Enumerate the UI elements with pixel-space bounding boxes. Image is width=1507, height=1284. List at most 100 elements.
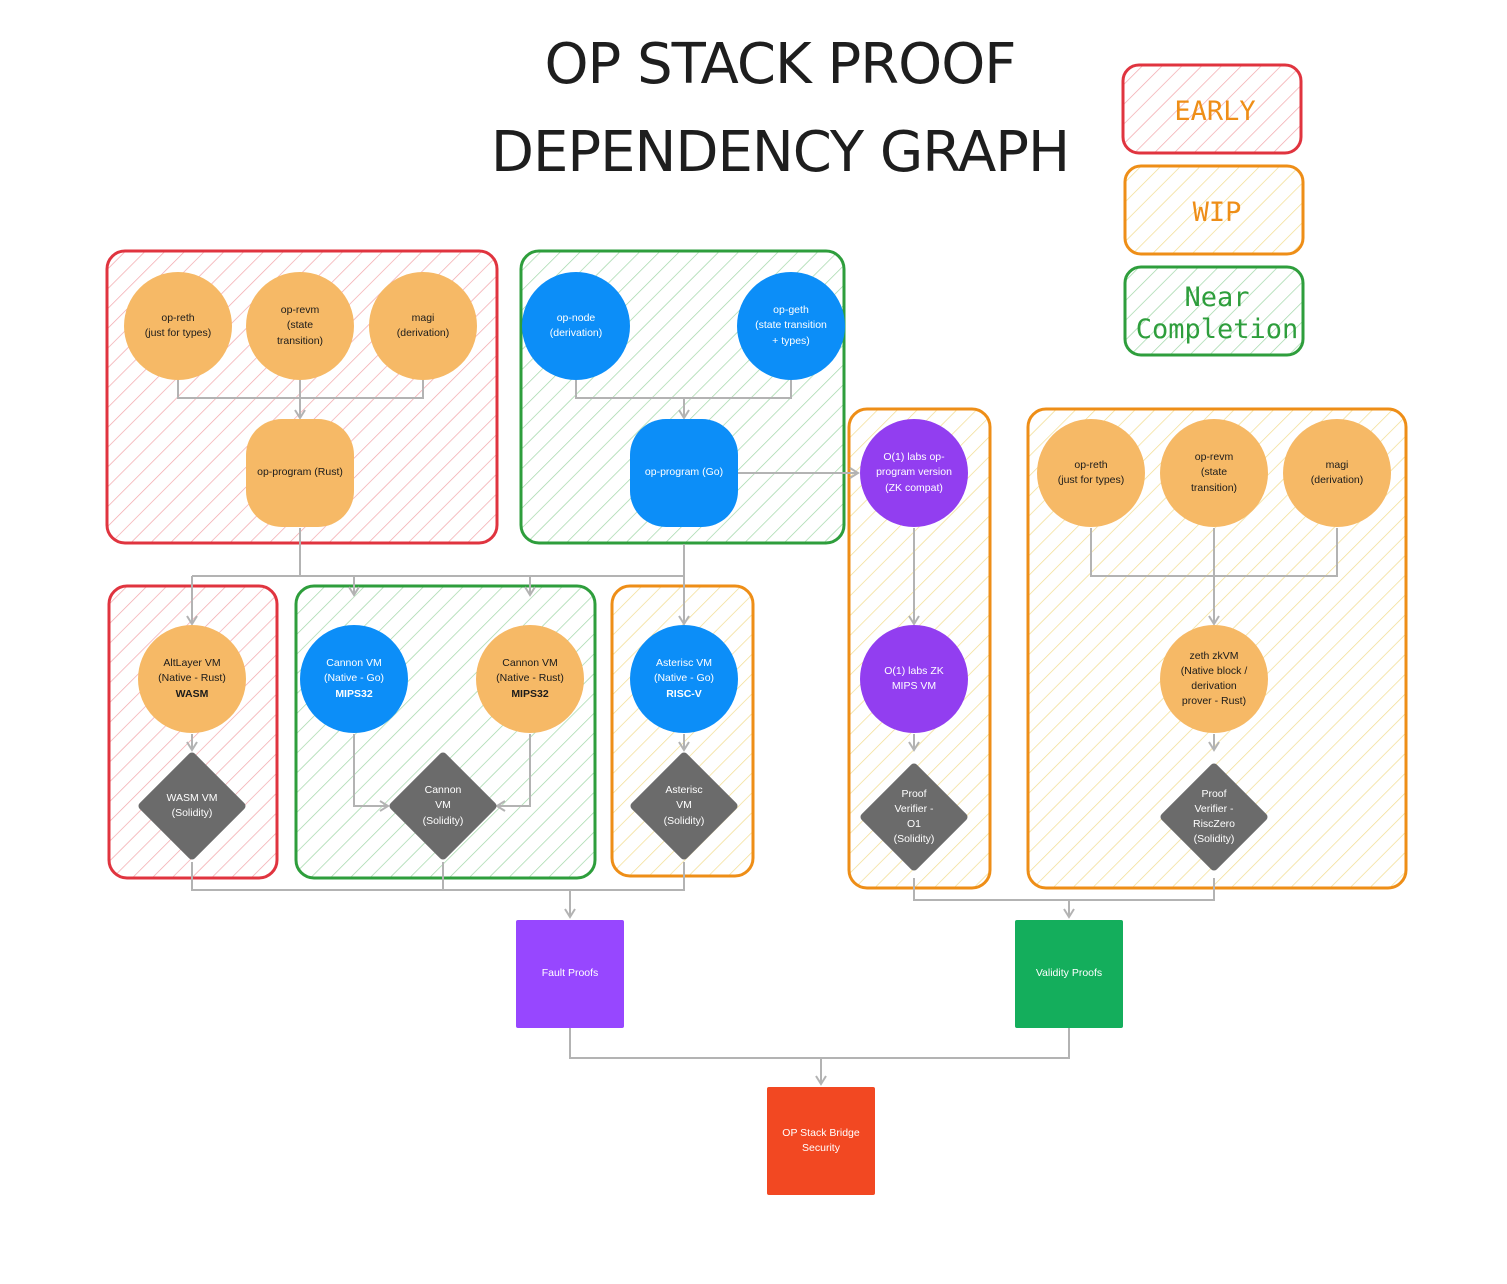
node-label: (state: [1200, 466, 1228, 479]
node-label: op-revm: [1194, 451, 1234, 464]
edge-proofs-to-bridge-security: [569, 1028, 1070, 1084]
node-zeth-magi[interactable]: magi(derivation): [1283, 419, 1391, 527]
node-label: AltLayer VM: [163, 657, 221, 670]
node-label: + types): [772, 334, 810, 347]
node-asterisc-vm[interactable]: Asterisc VM (Native - Go) RISC-V: [630, 625, 738, 733]
node-label: (Solidity): [422, 814, 464, 827]
node-label: (Native - Go): [323, 672, 385, 685]
node-label: op-reth: [1074, 458, 1108, 471]
legend-wip-label: WIP: [1192, 196, 1242, 228]
node-label: Verifier -: [894, 802, 934, 815]
node-arch-label: WASM: [175, 687, 209, 700]
node-label: Verifier -: [1194, 802, 1234, 815]
legend-near-label: Near: [1184, 281, 1250, 313]
node-label: Cannon: [424, 784, 462, 797]
node-arch-label: RISC-V: [666, 687, 702, 700]
node-label: VM: [676, 799, 692, 812]
node-o1-op-program[interactable]: O(1) labs op-program version(ZK compat): [860, 419, 968, 527]
node-label: (Solidity): [663, 814, 705, 827]
node-label: (just for types): [1057, 474, 1125, 486]
node-op-revm[interactable]: op-revm (state transition): [246, 272, 354, 380]
node-label: WASM VM: [166, 791, 218, 804]
node-label: Cannon VM: [326, 657, 382, 670]
legend-early-box: [1121, 63, 1303, 155]
node-label: (Native block /: [1180, 664, 1248, 677]
node-label: Fault Proofs: [541, 967, 599, 980]
node-altlayer-vm[interactable]: AltLayer VM (Native - Rust) WASM: [138, 625, 246, 733]
node-label: Asterisc: [665, 784, 703, 797]
node-label: (Solidity): [893, 833, 935, 846]
page-title-line-2: DEPENDENCY GRAPH: [490, 120, 1070, 185]
node-label: magi: [1325, 458, 1349, 471]
node-label: (state: [286, 319, 314, 332]
edge-op-programs-bus: [192, 528, 685, 577]
legend-early: EARLY: [1123, 65, 1307, 159]
node-label: (Native - Rust): [496, 672, 564, 685]
node-wasm-vm-verifier[interactable]: WASM VM (Solidity): [136, 750, 248, 862]
node-zeth-zkvm[interactable]: zeth zkVM (Native block / derivation prover…: [1160, 625, 1268, 733]
node-label: op-reth: [161, 311, 195, 324]
node-label: (Native - Rust): [158, 672, 226, 685]
node-label: (derivation): [396, 327, 450, 339]
node-label: (Solidity): [1193, 833, 1235, 846]
node-label: (derivation): [549, 327, 603, 339]
legend-wip: WIP: [1125, 166, 1309, 260]
legend-wip-box: [1123, 164, 1305, 256]
node-label: op-program (Go): [644, 466, 724, 479]
edge-go-deps-to-op-program: [575, 380, 792, 418]
node-zeth-op-reth[interactable]: op-reth (just for types): [1037, 419, 1145, 527]
edge-verifiers-to-fault-proofs: [191, 862, 685, 917]
node-magi[interactable]: magi (derivation): [369, 272, 477, 380]
node-label: transition): [1190, 481, 1238, 494]
node-label: prover - Rust): [1181, 695, 1247, 708]
node-label: op-geth: [773, 304, 809, 317]
node-label: (Solidity): [171, 807, 213, 819]
edge-cannon-rust-to-verifier: [495, 734, 531, 812]
node-label: derivation: [1191, 680, 1237, 692]
node-fault-proofs[interactable]: Fault Proofs: [516, 920, 624, 1028]
node-arch-label: MIPS32: [511, 687, 549, 700]
node-label: Security: [802, 1142, 840, 1154]
page-title-line-1: OP STACK PROOF: [544, 32, 1016, 97]
node-label: VM: [435, 799, 451, 812]
node-validity-proofs[interactable]: Validity Proofs: [1015, 920, 1123, 1028]
node-zeth-op-revm[interactable]: op-revm (state transition): [1160, 419, 1268, 527]
node-label: (just for types): [144, 327, 212, 339]
node-label: (ZK compat): [885, 481, 943, 494]
node-label: op-revm: [280, 304, 320, 317]
legend-near-completion-box: [1123, 265, 1305, 357]
node-arch-label: MIPS32: [335, 687, 373, 700]
node-label: magi: [411, 311, 435, 324]
node-label: (state transition: [755, 319, 827, 332]
legend-near-completion: Near Completion: [1125, 267, 1309, 361]
node-label: op-program (Rust): [257, 466, 343, 479]
node-label: Asterisc VM: [655, 657, 712, 670]
edge-rust-deps-to-op-program: [177, 380, 424, 418]
node-op-reth[interactable]: op-reth (just for types): [124, 272, 232, 380]
node-label: RiscZero: [1192, 818, 1235, 830]
legend-early-label: EARLY: [1174, 95, 1256, 127]
node-label: Validity Proofs: [1035, 967, 1103, 980]
node-label: zeth zkVM: [1189, 649, 1239, 662]
node-op-program-go[interactable]: op-program (Go): [630, 419, 738, 527]
node-cannon-vm-go[interactable]: Cannon VM (Native - Go) MIPS32: [300, 625, 408, 733]
node-label: program version: [876, 466, 952, 479]
node-label: Cannon VM: [502, 657, 558, 670]
node-op-node[interactable]: op-node (derivation): [522, 272, 630, 380]
node-cannon-vm-rust[interactable]: Cannon VM (Native - Rust) MIPS32: [476, 625, 584, 733]
node-op-geth[interactable]: op-geth (state transition + types): [737, 272, 845, 380]
node-label: (Native - Go): [653, 672, 715, 685]
node-label: transition): [276, 334, 324, 347]
node-label: O(1) labs ZK: [884, 664, 944, 677]
node-label: op-node: [556, 311, 596, 324]
node-label: O1: [906, 818, 921, 830]
legend-completion-label: Completion: [1135, 314, 1299, 345]
node-op-program-rust[interactable]: op-program (Rust): [246, 419, 354, 527]
node-label: OP Stack Bridge: [782, 1126, 860, 1139]
